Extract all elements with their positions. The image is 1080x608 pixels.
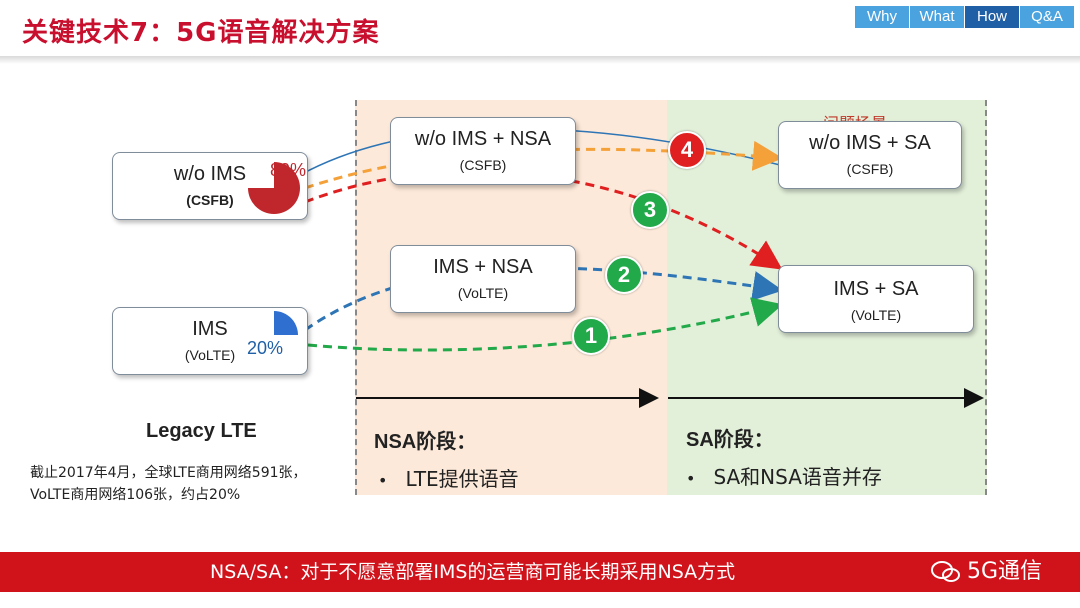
tab-why[interactable]: Why [855,6,909,28]
box-ims-sa-title: IMS + SA [833,278,919,300]
sa-stage-bullet-text: SA和NSA语音并存 [713,465,882,489]
tab-what[interactable]: What [910,6,964,28]
footer-banner: NSA/SA：对于不愿意部署IMS的运营商可能长期采用NSA方式 5G通信 [0,552,1080,592]
box-ims-nsa-sub: (VoLTE) [457,285,509,301]
box-ims-sa-sub: (VoLTE) [850,307,902,323]
sa-stage-title: SA阶段： [686,429,774,451]
box-wo-ims-sa: w/o IMS + SA (CSFB) [778,121,962,189]
bullet-icon: • [378,471,388,490]
percent-20: 20% [247,338,284,358]
box-wo-ims-nsa-sub: (CSFB) [459,157,507,173]
nsa-stage-bullet: • LTE提供语音 [378,463,519,492]
footer-text: NSA/SA：对于不愿意部署IMS的运营商可能长期采用NSA方式 [210,561,736,583]
box-wo-ims-title: w/o IMS [173,163,247,185]
box-wo-ims-sa-sub: (CSFB) [846,161,894,177]
path-2-marker: 2 [605,256,643,294]
box-ims-sub: (VoLTE) [184,347,236,363]
legacy-lte-title: Legacy LTE [146,420,257,442]
tab-how[interactable]: How [965,6,1019,28]
box-wo-ims-nsa-title: w/o IMS + NSA [414,128,552,150]
brand-logo-text: 5G通信 [966,559,1042,584]
box-ims-title: IMS [192,318,228,340]
pie-20-icon [274,311,298,335]
box-ims: IMS (VoLTE) [112,307,308,375]
box-wo-ims-sub: (CSFB) [186,192,234,208]
nsa-stage-title: NSA阶段： [374,431,477,453]
path-3-marker: 3 [631,191,669,229]
box-wo-ims-nsa: w/o IMS + NSA (CSFB) [390,117,576,185]
section-nav: Why What How Q&A [854,6,1074,28]
legacy-lte-note: 截止2017年4月，全球LTE商用网络591张，VoLTE商用网络106张，约占… [30,465,307,503]
brand-logo: 5G通信 [930,552,1042,592]
bullet-icon: • [686,469,696,488]
wechat-icon [930,561,960,582]
sa-stage-bullet: • SA和NSA语音并存 [686,461,882,490]
path-1-marker: 1 [572,317,610,355]
pie-80-icon [248,162,300,214]
page-title: 关键技术7：5G语音解决方案 [22,18,380,48]
box-wo-ims-sa-title: w/o IMS + SA [809,132,931,154]
box-ims-nsa-title: IMS + NSA [433,256,533,278]
percent-80: 80% [270,160,307,180]
tab-qa[interactable]: Q&A [1020,6,1074,28]
box-ims-sa: IMS + SA (VoLTE) [778,265,974,333]
box-ims-nsa: IMS + NSA (VoLTE) [390,245,576,313]
path-4-marker: 4 [668,131,706,169]
nsa-stage-bullet-text: LTE提供语音 [405,467,519,491]
header-divider [0,56,1080,64]
